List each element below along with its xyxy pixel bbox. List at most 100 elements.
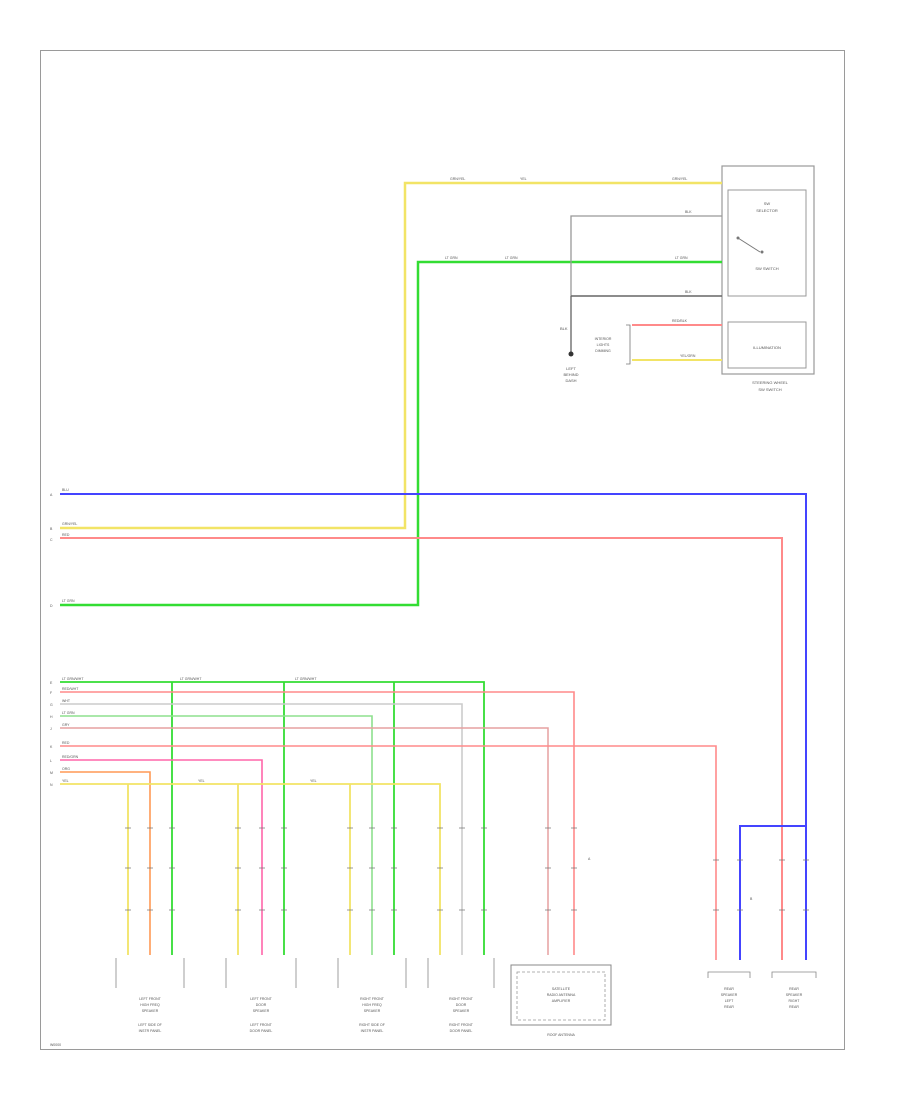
rs-5: RIGHT SIDE OF [359,1023,385,1027]
ref-l: L [50,759,52,763]
lower-bus-wires: LT GRN/WHT LT GRN/WHT LT GRN/WHT RED/WHT… [50,677,717,960]
wire-red-wht [60,691,575,955]
dimmer-note: INTERIOR LIGHTS DIMMING [595,324,631,365]
right-front-hf-speaker-label: RIGHT FRONT HIGH FREQ SPEAKER RIGHT SIDE… [359,997,385,1033]
connector-a: A [588,857,591,861]
rr-3: LEFT [725,999,734,1003]
label-grn-yel-left: GRN/YEL [62,522,77,526]
ref-j: J [50,727,52,731]
switch-label-mid: SW SWITCH [755,266,778,271]
label-lt-grn-3: LT GRN [675,256,688,260]
ground-caption-2: BEHIND [563,372,578,377]
lf-1: LEFT FRONT [250,997,272,1001]
rf-1: RIGHT FRONT [449,997,474,1001]
right-front-door-speaker-label: RIGHT FRONT DOOR SPEAKER RIGHT FRONT DOO… [449,997,474,1033]
ref-h: H [50,715,53,719]
switch-caption-1: STEERING WHEEL [752,380,789,385]
connector-marks [125,827,809,911]
label-yel: YEL [520,177,527,181]
diagram-frame [40,50,845,1050]
antenna-amplifier-box: SATELLITE RADIO ANTENNA AMPLIFIER ROOF A… [510,964,612,1037]
wire-gry [60,727,549,955]
ref-g: G [50,703,53,707]
label-lt-grn-left: LT GRN [62,599,75,603]
label-org: ORG [62,767,70,771]
ref-n: N [50,783,53,787]
label-gry: GRY [62,723,70,727]
label-yel-grn: YEL/GRN [680,354,696,358]
ls-5: LEFT SIDE OF [138,1023,161,1027]
label-red-grn: RED/GRN [62,755,79,759]
ref-b: B [50,527,53,531]
rr-2: SPEAKER [721,993,738,997]
ground-point: BLK LEFT BEHIND DASH [560,296,579,383]
upper-wires: GRN/YEL YEL GRN/YEL LT GRN LT GRN LT GRN… [400,177,722,607]
lf-3: SPEAKER [253,1009,270,1013]
antenna-caption: ROOF ANTENNA [547,1033,575,1037]
ref-a: A [50,493,53,497]
ls-3: SPEAKER [142,1009,159,1013]
rear-left-speaker-label: REAR SPEAKER LEFT REAR [721,987,738,1009]
ref-e: E [50,681,53,685]
dimmer-note-2: LIGHTS [597,343,610,347]
rf-5: RIGHT FRONT [449,1023,474,1027]
rear-2: SPEAKER [786,993,803,997]
ls-6: INSTR PANEL [139,1029,162,1033]
switch-label-top: SW [764,201,771,206]
antenna-label-3: AMPLIFIER [552,999,571,1003]
steering-wheel-switch: SW SELECTOR SW SWITCH ILLUMINATION STEER… [721,165,815,392]
left-front-door-speaker-label: LEFT FRONT DOOR SPEAKER LEFT FRONT DOOR … [250,997,273,1033]
dimmer-note-1: INTERIOR [595,337,612,341]
ground-caption-3: DASH [565,378,576,383]
label-lt-grn-wht-2: LT GRN/WHT [180,677,202,681]
wire-lt-grn-wht-bus [60,681,485,955]
ref-d: D [50,604,53,608]
label-lt-grn-wht-3: LT GRN/WHT [295,677,317,681]
ground-caption-1: LEFT [566,366,576,371]
rf-6: DOOR PANEL [450,1029,473,1033]
ls-2: HIGH FREQ [140,1003,160,1007]
dimmer-note-3: DIMMING [595,349,611,353]
connector-b: B [750,897,753,901]
label-yel-bus-2: YEL [198,779,205,783]
label-lt-grn-2: LT GRN [505,256,518,260]
wire-red-grn [60,759,263,955]
label-blu: BLU [62,488,69,492]
rs-6: INSTR PANEL [361,1029,384,1033]
diagram-footer-id: W0000 [50,1043,61,1047]
rf-3: SPEAKER [453,1009,470,1013]
label-red-wht: RED/WHT [62,687,79,691]
wire-blu [60,493,807,960]
label-yel-bus: YEL [62,779,69,783]
rs-3: SPEAKER [364,1009,381,1013]
rear-4: REAR [789,1005,799,1009]
middle-wires: BLU GRN/YEL RED LT GRN A B C D [50,488,807,960]
wire-red [60,537,783,960]
wire-lt-grn-upper [415,260,722,607]
label-blk-2: BLK [685,290,692,294]
ground-label: BLK [560,326,568,331]
label-red-bus: RED [62,741,70,745]
label-blk-1: BLK [685,210,692,214]
switch-label-top2: SELECTOR [756,208,778,213]
left-front-hf-speaker-label: LEFT FRONT HIGH FREQ SPEAKER LEFT SIDE O… [138,997,161,1033]
label-yel-bus-3: YEL [310,779,317,783]
ref-m: M [50,771,53,775]
rear-right-speaker-label: REAR SPEAKER RIGHT REAR [786,987,803,1009]
rs-2: HIGH FREQ [362,1003,382,1007]
label-lt-grn-bus: LT GRN [62,711,75,715]
ls-1: LEFT FRONT [139,997,161,1001]
rr-1: REAR [724,987,734,991]
wire-lt-grn-2 [60,715,373,955]
wire-yel-lower [60,783,441,955]
wire-grn-yel-upper [400,181,722,530]
wire-wht [60,703,463,955]
switch-caption-2: SW SWITCH [758,387,781,392]
wire-red-rear [60,745,717,960]
label-grn-yel-2: GRN/YEL [672,177,687,181]
lf-2: DOOR [256,1003,267,1007]
label-lt-grn: LT GRN [445,256,458,260]
antenna-label-2: RADIO ANTENNA [547,993,576,997]
antenna-label-1: SATELLITE [552,987,571,991]
